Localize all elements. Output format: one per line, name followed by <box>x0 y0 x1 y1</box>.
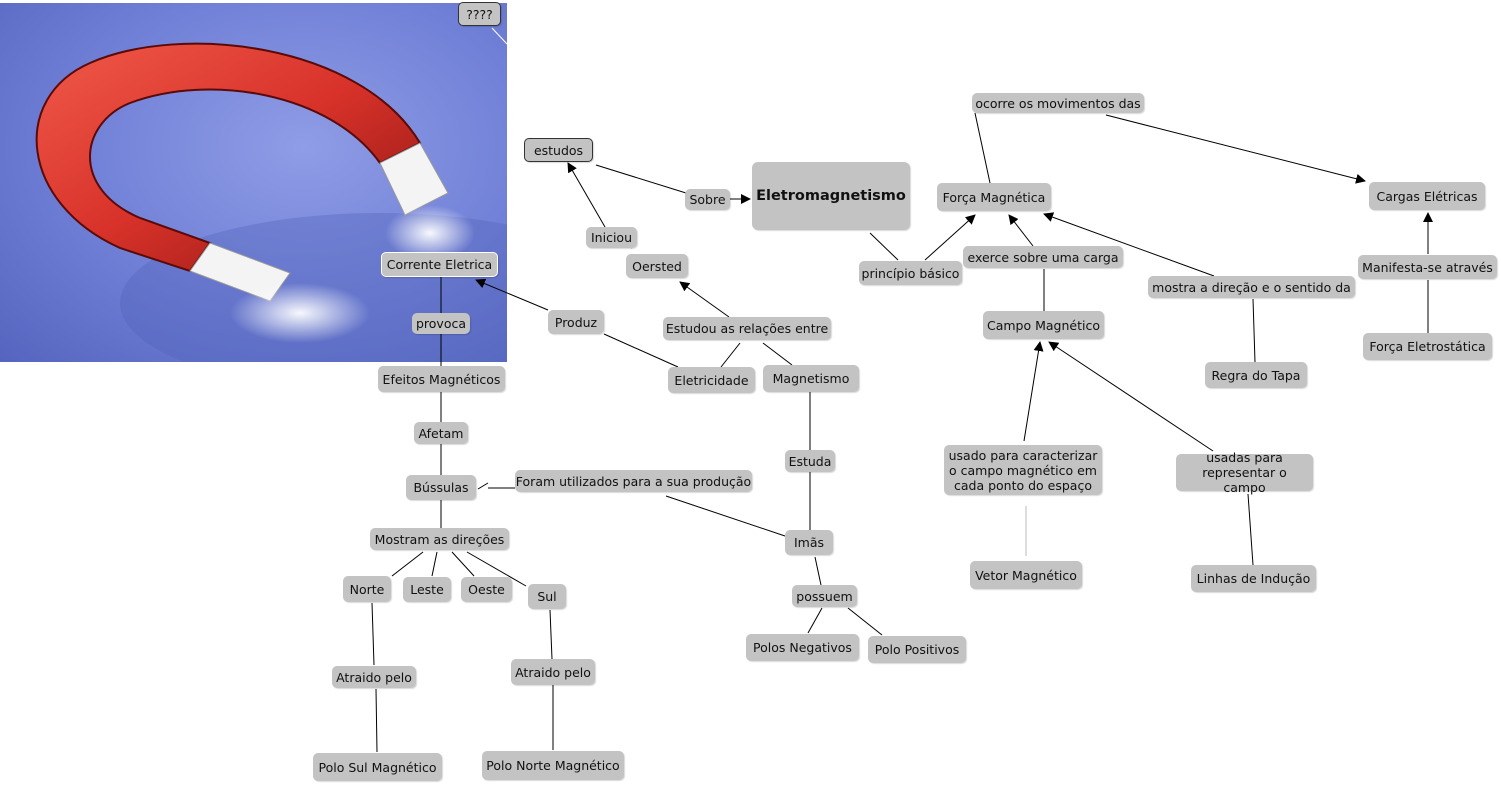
oersted-node[interactable]: Oersted <box>626 254 688 278</box>
atraido-pelo-sul-link-label: Atraido pelo <box>511 659 595 685</box>
iniciou-link-label: Iniciou <box>586 227 637 248</box>
estudos-node[interactable]: estudos <box>524 138 593 162</box>
produz-link-label: Produz <box>548 310 604 334</box>
question-node[interactable]: ???? <box>458 2 501 26</box>
bussulas-node[interactable]: Bússulas <box>406 475 476 500</box>
polo-sul-magnetico-node[interactable]: Polo Sul Magnético <box>313 753 442 781</box>
mostra-direcao-link-label: mostra a direção e o sentido da <box>1148 276 1355 298</box>
leste-node[interactable]: Leste <box>403 577 451 602</box>
exerce-link-label: exerce sobre uma carga <box>963 246 1123 268</box>
polos-negativos-node[interactable]: Polos Negativos <box>746 634 859 661</box>
eletromagnetismo-node[interactable]: Eletromagnetismo <box>752 162 910 230</box>
ocorre-link-label: ocorre os movimentos das <box>972 93 1144 113</box>
possuem-link-label: possuem <box>792 585 857 607</box>
polo-positivos-node[interactable]: Polo Positivos <box>868 636 966 663</box>
oeste-node[interactable]: Oeste <box>461 577 512 602</box>
norte-node[interactable]: Norte <box>343 576 391 602</box>
regra-do-tapa-node[interactable]: Regra do Tapa <box>1205 362 1307 388</box>
provoca-link-label: provoca <box>412 313 470 334</box>
vetor-magnetico-node[interactable]: Vetor Magnético <box>970 561 1082 589</box>
horseshoe-magnet-image <box>0 3 507 362</box>
forca-eletrostatica-node[interactable]: Força Eletrostática <box>1363 333 1492 360</box>
afetam-link-label: Afetam <box>414 422 468 444</box>
manifesta-link-label: Manifesta-se através <box>1358 255 1497 279</box>
magnetismo-node[interactable]: Magnetismo <box>763 365 859 392</box>
estuda-link-label: Estuda <box>785 450 835 472</box>
principio-basico-link-label: princípio básico <box>859 261 962 285</box>
polo-norte-magnetico-node[interactable]: Polo Norte Magnético <box>482 751 624 780</box>
sul-node[interactable]: Sul <box>528 584 566 609</box>
mostram-direcoes-link-label: Mostram as direções <box>370 528 509 550</box>
imas-node[interactable]: Imãs <box>785 530 833 555</box>
efeitos-magneticos-node[interactable]: Efeitos Magnéticos <box>378 366 505 392</box>
eletricidade-node[interactable]: Eletricidade <box>668 367 755 393</box>
usadas-para-representar-link-label: usadas para representar o campo <box>1176 450 1313 495</box>
foram-utilizados-link-label: Foram utilizados para a sua produção <box>515 470 752 492</box>
forca-magnetica-node[interactable]: Força Magnética <box>937 183 1051 211</box>
usado-para-caracterizar-link-label: usado para caracterizar o campo magnétic… <box>944 445 1102 495</box>
linhas-de-inducao-node[interactable]: Linhas de Indução <box>1191 565 1316 592</box>
cargas-eletricas-node[interactable]: Cargas Elétricas <box>1369 182 1485 210</box>
corrente-eletrica-node[interactable]: Corrente Eletrica <box>381 252 498 277</box>
sobre-link-label: Sobre <box>685 189 730 210</box>
estudou-link-label: Estudou as relações entre <box>663 317 831 340</box>
campo-magnetico-node[interactable]: Campo Magnético <box>983 311 1104 339</box>
atraido-pelo-norte-link-label: Atraido pelo <box>332 666 416 688</box>
